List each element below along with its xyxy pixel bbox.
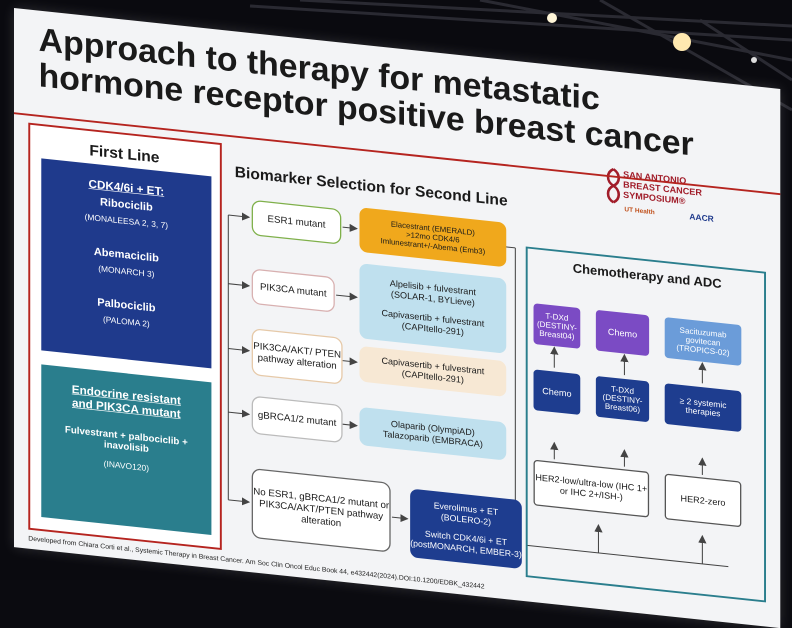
stage-light — [673, 33, 691, 51]
marker-pik3ca: PIK3CA mutant — [259, 281, 327, 300]
chemo-top-2: Chemo — [607, 326, 638, 340]
sabcs-logo: SAN ANTONIO BREAST CANCER SYMPOSIUM® UT … — [14, 8, 780, 224]
flow-connectors — [227, 212, 729, 568]
tdxd-db06-box: T-DXd (DESTINY-Breast06) — [595, 375, 650, 423]
chemo-mid-3: ≥ 2 systemic therapies — [679, 395, 727, 419]
chemo-top-3: Sacituzumab govitecan (TROPICS-02) — [676, 325, 730, 358]
slide-wrapper: Approach to therapy for metastatic hormo… — [14, 8, 781, 628]
pik3ca-akt-pten-box: PIK3CA/AKT/ PTEN pathway alteration — [251, 328, 343, 385]
marker-esr1: ESR1 mutant — [267, 213, 326, 231]
marker-none: No ESR1, gBRCA1/2 mutant or PIK3CA/AKT/P… — [253, 485, 390, 529]
marker-akt-pten: PIK3CA/AKT/ PTEN pathway alteration — [253, 340, 341, 372]
no-alteration-box: No ESR1, gBRCA1/2 mutant or PIK3CA/AKT/P… — [251, 467, 391, 553]
chemo-top-box: Chemo — [595, 309, 650, 357]
stage-light — [547, 13, 557, 23]
chemo-bottom-1: HER2-low/ultra-low (IHC 1+ or IHC 2+/ISH… — [535, 471, 648, 503]
two-systemic-box: ≥ 2 systemic therapies — [664, 383, 742, 432]
chemo-mid-2: T-DXd (DESTINY-Breast06) — [602, 384, 643, 415]
chemo-mid-1: Chemo — [542, 385, 572, 399]
sacituzumab-box: Sacituzumab govitecan (TROPICS-02) — [664, 317, 742, 366]
tdxd-db04-box: T-DXd (DESTINY-Breast04) — [533, 303, 581, 349]
chemo-mid-box: Chemo — [533, 369, 581, 415]
chemo-top-1: T-DXd (DESTINY-Breast04) — [536, 311, 577, 342]
pik3ca-treatment-box: Alpelisib + fulvestrant (SOLAR-1, BYLiev… — [359, 263, 507, 354]
ribbon-icon — [606, 168, 621, 204]
her2-zero-box: HER2-zero — [664, 473, 742, 528]
marker-gbrca: gBRCA1/2 mutant — [257, 409, 337, 429]
everolimus-box: Everolimus + ET (BOLERO-2) Switch CDK4/6… — [410, 488, 522, 570]
stage-light — [751, 57, 757, 63]
presentation-slide: Approach to therapy for metastatic hormo… — [14, 8, 781, 628]
chemo-bottom-2: HER2-zero — [680, 492, 726, 508]
